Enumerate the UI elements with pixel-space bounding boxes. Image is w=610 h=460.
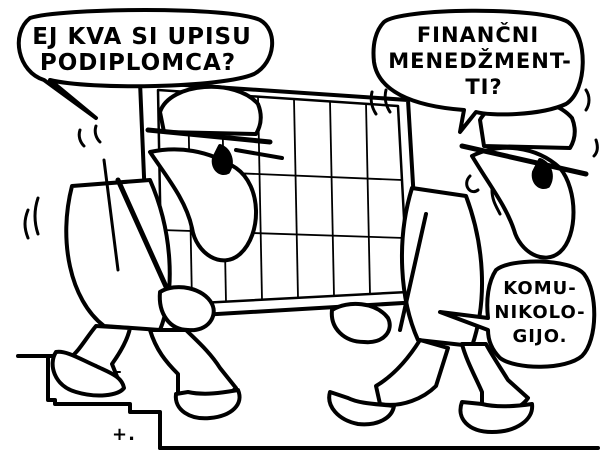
- speech-bubble-right-top: FINANČNI MENEDŽMENT- TI?: [371, 8, 585, 134]
- artist-signature: +.: [112, 424, 136, 445]
- speech-left-line1: EJ KVA SI UPISU: [32, 24, 252, 50]
- speech-right-top-line3: TI?: [465, 75, 502, 99]
- left-worker: [23, 84, 284, 421]
- speech-left-line2: PODIPLOMCA?: [40, 50, 236, 76]
- speech-right-bottom-line3: GIJO.: [513, 326, 568, 347]
- speech-right-bottom-line1: KOMU-: [503, 278, 576, 299]
- right-worker: [327, 88, 599, 434]
- speech-right-top-line2: MENEDŽMENT-: [388, 48, 572, 73]
- speech-right-bottom-line2: NIKOLO-: [494, 302, 585, 323]
- speech-bubble-right-bottom: KOMU- NIKOLO- GIJO.: [438, 259, 597, 369]
- speech-bubble-left: EJ KVA SI UPISU PODIPLOMCA?: [16, 8, 275, 120]
- speech-right-top-line1: FINANČNI: [417, 22, 539, 47]
